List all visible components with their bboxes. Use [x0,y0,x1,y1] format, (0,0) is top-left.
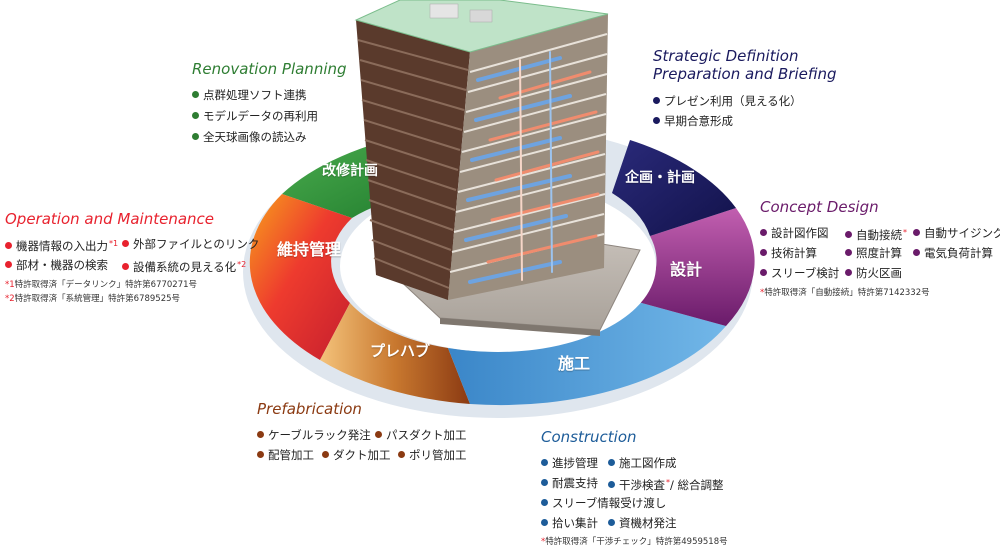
construction-patent-note: *特許取得済「干渉チェック」特許第4959518号 [541,537,728,547]
renovation-item: モデルデータの再利用 [192,109,318,123]
concept-item: 設計図作図 [760,226,829,240]
phase-label-kaishu: 改修計画 [322,163,378,179]
concept-item: 電気負荷計算 [913,246,993,260]
concept-item: 自動接続* [845,226,907,242]
concept-title: Concept Design [760,198,879,216]
concept-item: 技術計算 [760,246,817,260]
building-illustration [354,0,609,300]
ring-segment-iji [249,194,352,360]
strategic-item: 早期合意形成 [653,114,733,128]
renovation-item: 点群処理ソフト連携 [192,88,307,102]
concept-item: 自動サイジング [913,226,1000,240]
operation-item: 部材・機器の検索 [5,258,108,272]
construction-item: 進捗管理 [541,456,598,470]
concept-item: 防火区画 [845,266,902,280]
construction-item: 拾い集計 [541,516,598,530]
concept-item: 照度計算 [845,246,902,260]
ring-segment-purehabu [320,303,470,404]
strategic-title-line2: Preparation and Briefing [653,65,837,83]
construction-item: スリーブ情報受け渡し [541,496,666,510]
operation-title: Operation and Maintenance [5,210,215,228]
prefab-title: Prefabrication [257,400,362,418]
prefab-item: ポリ管加工 [398,448,467,462]
construction-item: 耐震支持 [541,476,598,490]
operation-patent-note: *2特許取得済「系統管理」特許第6789525号 [5,294,181,304]
concept-item: スリーブ検討 [760,266,839,280]
renovation-title: Renovation Planning [192,60,347,78]
phase-label-kikaku: 企画・計画 [625,170,695,186]
prefab-item: ダクト加工 [322,448,391,462]
prefab-item: パスダクト加工 [375,428,467,442]
phase-label-seko: 施工 [558,354,591,373]
ring-segment-kikaku [612,140,736,236]
construction-item: 資機材発注 [608,516,677,530]
ring-segment-seko [448,302,726,406]
concept-patent-note: *特許取得済「自動接続」特許第7142332号 [760,288,930,298]
phase-label-iji: 維持管理 [277,240,342,259]
strategic-title-line1: Strategic Definition [653,47,799,65]
operation-item: 設備系統の見える化*2 [122,258,246,274]
operation-patent-note: *1特許取得済「データリンク」特許第6770271号 [5,280,198,290]
prefab-item: ケーブルラック発注 [257,428,371,442]
construction-title: Construction [541,428,637,446]
prefab-item: 配管加工 [257,448,314,462]
renovation-item: 全天球画像の読込み [192,130,307,144]
construction-item: 施工図作成 [608,456,677,470]
phase-label-purehabu: プレハブ [370,342,431,360]
strategic-item: プレゼン利用（見える化） [653,94,802,108]
phase-label-sekkei: 設計 [670,260,703,279]
ring-segment-sekkei [638,208,755,326]
operation-item: 外部ファイルとのリンク [122,237,259,251]
operation-item: 機器情報の入出力*1 [5,237,118,253]
construction-item: 干渉検査*/ 総合調整 [608,476,724,492]
